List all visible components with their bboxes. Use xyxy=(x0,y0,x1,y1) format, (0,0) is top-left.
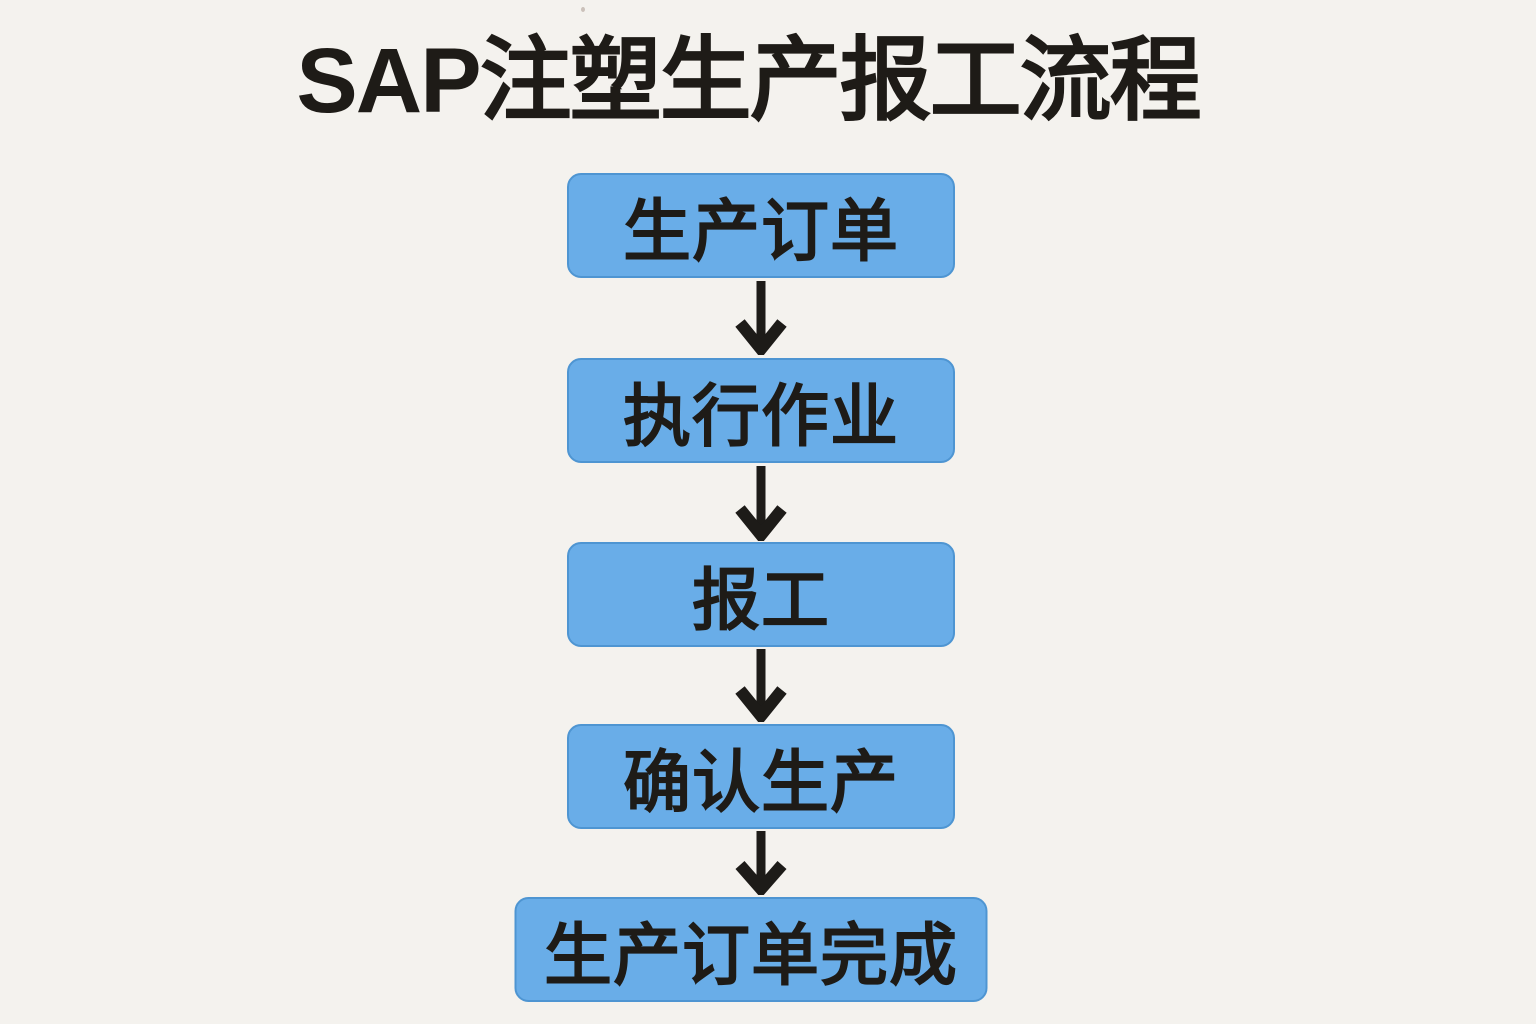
down-arrow-icon xyxy=(735,281,787,355)
flow-step-production-order: 生产订单 xyxy=(567,173,955,278)
artifact-dot xyxy=(581,7,585,12)
flow-step-label: 报工 xyxy=(691,563,830,639)
down-arrow-icon xyxy=(735,466,787,541)
flow-step-confirm-production: 确认生产 xyxy=(567,724,955,829)
flow-step-production-order-complete: 生产订单完成 xyxy=(514,897,988,1002)
down-arrow-icon xyxy=(735,831,787,895)
down-arrow-icon xyxy=(735,649,787,722)
flow-step-report-work: 报工 xyxy=(567,542,955,647)
flow-step-label: 生产订单完成 xyxy=(543,918,958,994)
flow-step-label: 生产订单 xyxy=(622,194,899,270)
flow-step-label: 确认生产 xyxy=(622,745,899,821)
flow-step-label: 执行作业 xyxy=(622,379,899,455)
flow-step-execute-operation: 执行作业 xyxy=(567,358,955,463)
page-title: SAP注塑生产报工流程 xyxy=(296,30,1201,132)
